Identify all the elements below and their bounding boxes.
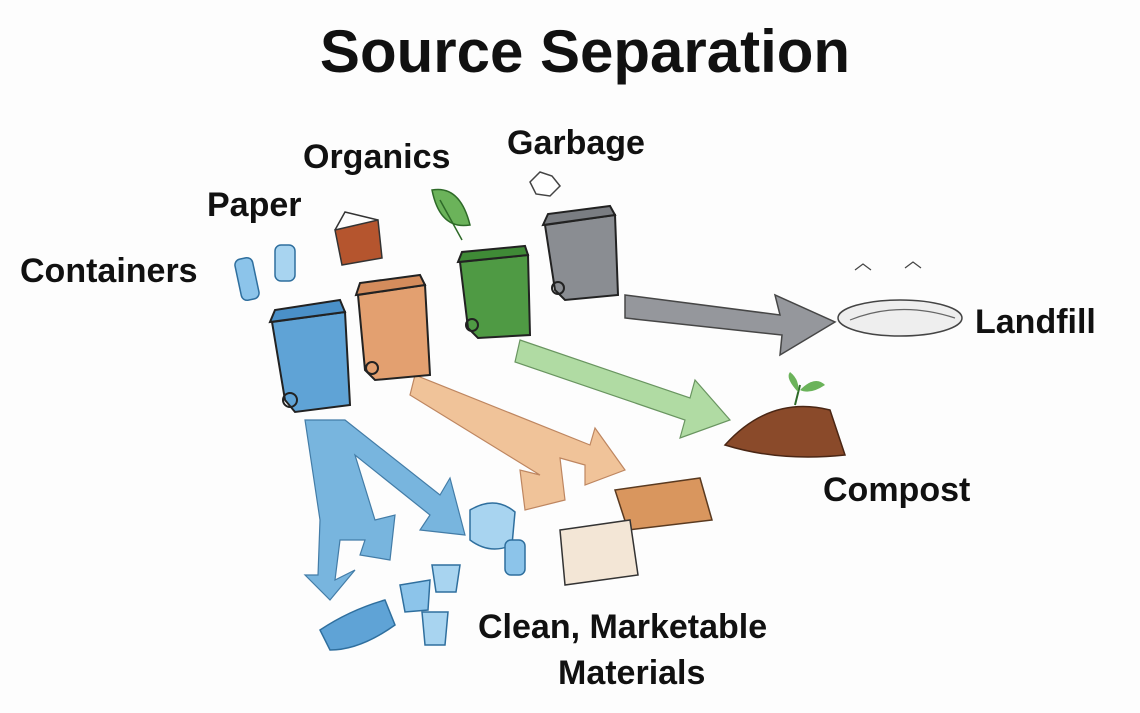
arrow-organics-to-compost: [514, 339, 732, 439]
label-containers: Containers: [20, 252, 198, 290]
landfill-pile: [837, 261, 963, 337]
label-materials-line2: Materials: [558, 654, 706, 692]
sorted-containers: [319, 502, 526, 651]
blue-containers-bin: [268, 298, 352, 414]
label-materials-line1: Clean, Marketable: [478, 608, 768, 646]
bottles-icon: [234, 244, 296, 302]
arrow-paper-to-materials: [409, 374, 626, 511]
orange-paper-bin: [354, 273, 432, 382]
label-organics: Organics: [303, 138, 451, 176]
compost-pile: [723, 372, 847, 458]
label-garbage: Garbage: [507, 124, 645, 162]
gray-garbage-bin: [541, 204, 620, 302]
arrow-containers-to-materials: [303, 419, 466, 601]
leaf-icon: [431, 188, 471, 241]
label-compost: Compost: [823, 471, 971, 509]
green-organics-bin: [456, 244, 532, 340]
label-paper: Paper: [207, 186, 302, 224]
label-landfill: Landfill: [975, 303, 1096, 341]
page-title: Source Separation: [319, 18, 851, 85]
cardboard-box-icon: [334, 211, 383, 266]
arrow-garbage-to-landfill: [624, 293, 837, 357]
paper-stack: [559, 477, 713, 586]
crumpled-paper-icon: [529, 171, 562, 197]
